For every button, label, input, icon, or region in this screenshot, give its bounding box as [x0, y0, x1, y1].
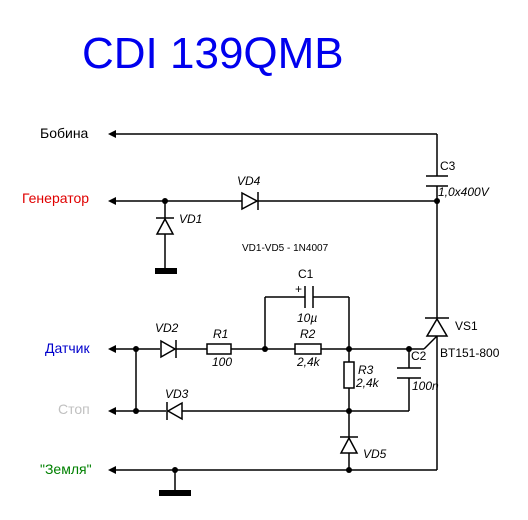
r2-value-label: 2,4k	[296, 355, 321, 369]
arrow-datchik-icon	[108, 345, 116, 353]
capacitor-c3	[426, 175, 448, 187]
diagram-title: CDI 139QMB	[82, 29, 344, 78]
thyristor-vs1	[425, 317, 449, 337]
resistor-r1	[206, 343, 232, 355]
diode-vd2	[160, 339, 177, 359]
c1-ref-label: C1	[298, 267, 314, 281]
c2-value-label: 100n	[412, 379, 439, 393]
r3-value-label: 2,4k	[355, 376, 380, 390]
r1-ref-label: R1	[213, 327, 228, 341]
c1-value-label: 10µ	[297, 311, 317, 325]
c1-plus-label: +	[295, 282, 302, 296]
junction-dots	[133, 198, 440, 473]
vd1-ref-label: VD1	[179, 212, 202, 226]
arrow-bobina-icon	[108, 130, 116, 138]
r3-ref-label: R3	[358, 363, 374, 377]
vd5-ref-label: VD5	[363, 447, 387, 461]
vd3-ref-label: VD3	[165, 387, 189, 401]
diode-vd5	[339, 436, 359, 454]
c2-ref-label: C2	[411, 349, 427, 363]
vd4-ref-label: VD4	[237, 174, 261, 188]
wires	[116, 133, 438, 490]
ground-vd1-icon	[155, 268, 177, 274]
port-label-bobina: Бобина	[40, 125, 89, 141]
c3-value-label: 1,0x400V	[438, 185, 490, 199]
diode-vd1	[155, 217, 175, 235]
arrow-stop-icon	[108, 407, 116, 415]
port-label-stop: Стоп	[58, 401, 90, 417]
port-arrows	[108, 130, 116, 474]
diode-vd3	[166, 401, 183, 421]
c3-ref-label: C3	[440, 159, 456, 173]
r2-ref-label: R2	[300, 327, 316, 341]
port-label-generator: Генератор	[22, 190, 89, 206]
resistor-r3	[343, 361, 355, 389]
ground-main-icon	[159, 490, 191, 496]
arrow-generator-icon	[108, 197, 116, 205]
capacitor-c1	[304, 286, 314, 308]
vs1-ref-label: VS1	[455, 319, 478, 333]
port-label-datchik: Датчик	[45, 340, 90, 356]
capacitor-c2	[397, 367, 421, 379]
arrow-zemlya-icon	[108, 466, 116, 474]
resistor-r2	[294, 343, 322, 355]
diode-vd4	[241, 191, 259, 211]
vd2-ref-label: VD2	[155, 321, 179, 335]
port-label-zemlya: "Земля"	[40, 461, 92, 477]
diode-type-note: VD1-VD5 - 1N4007	[242, 243, 329, 254]
r1-value-label: 100	[212, 355, 232, 369]
vs1-value-label: BT151-800	[440, 346, 500, 360]
